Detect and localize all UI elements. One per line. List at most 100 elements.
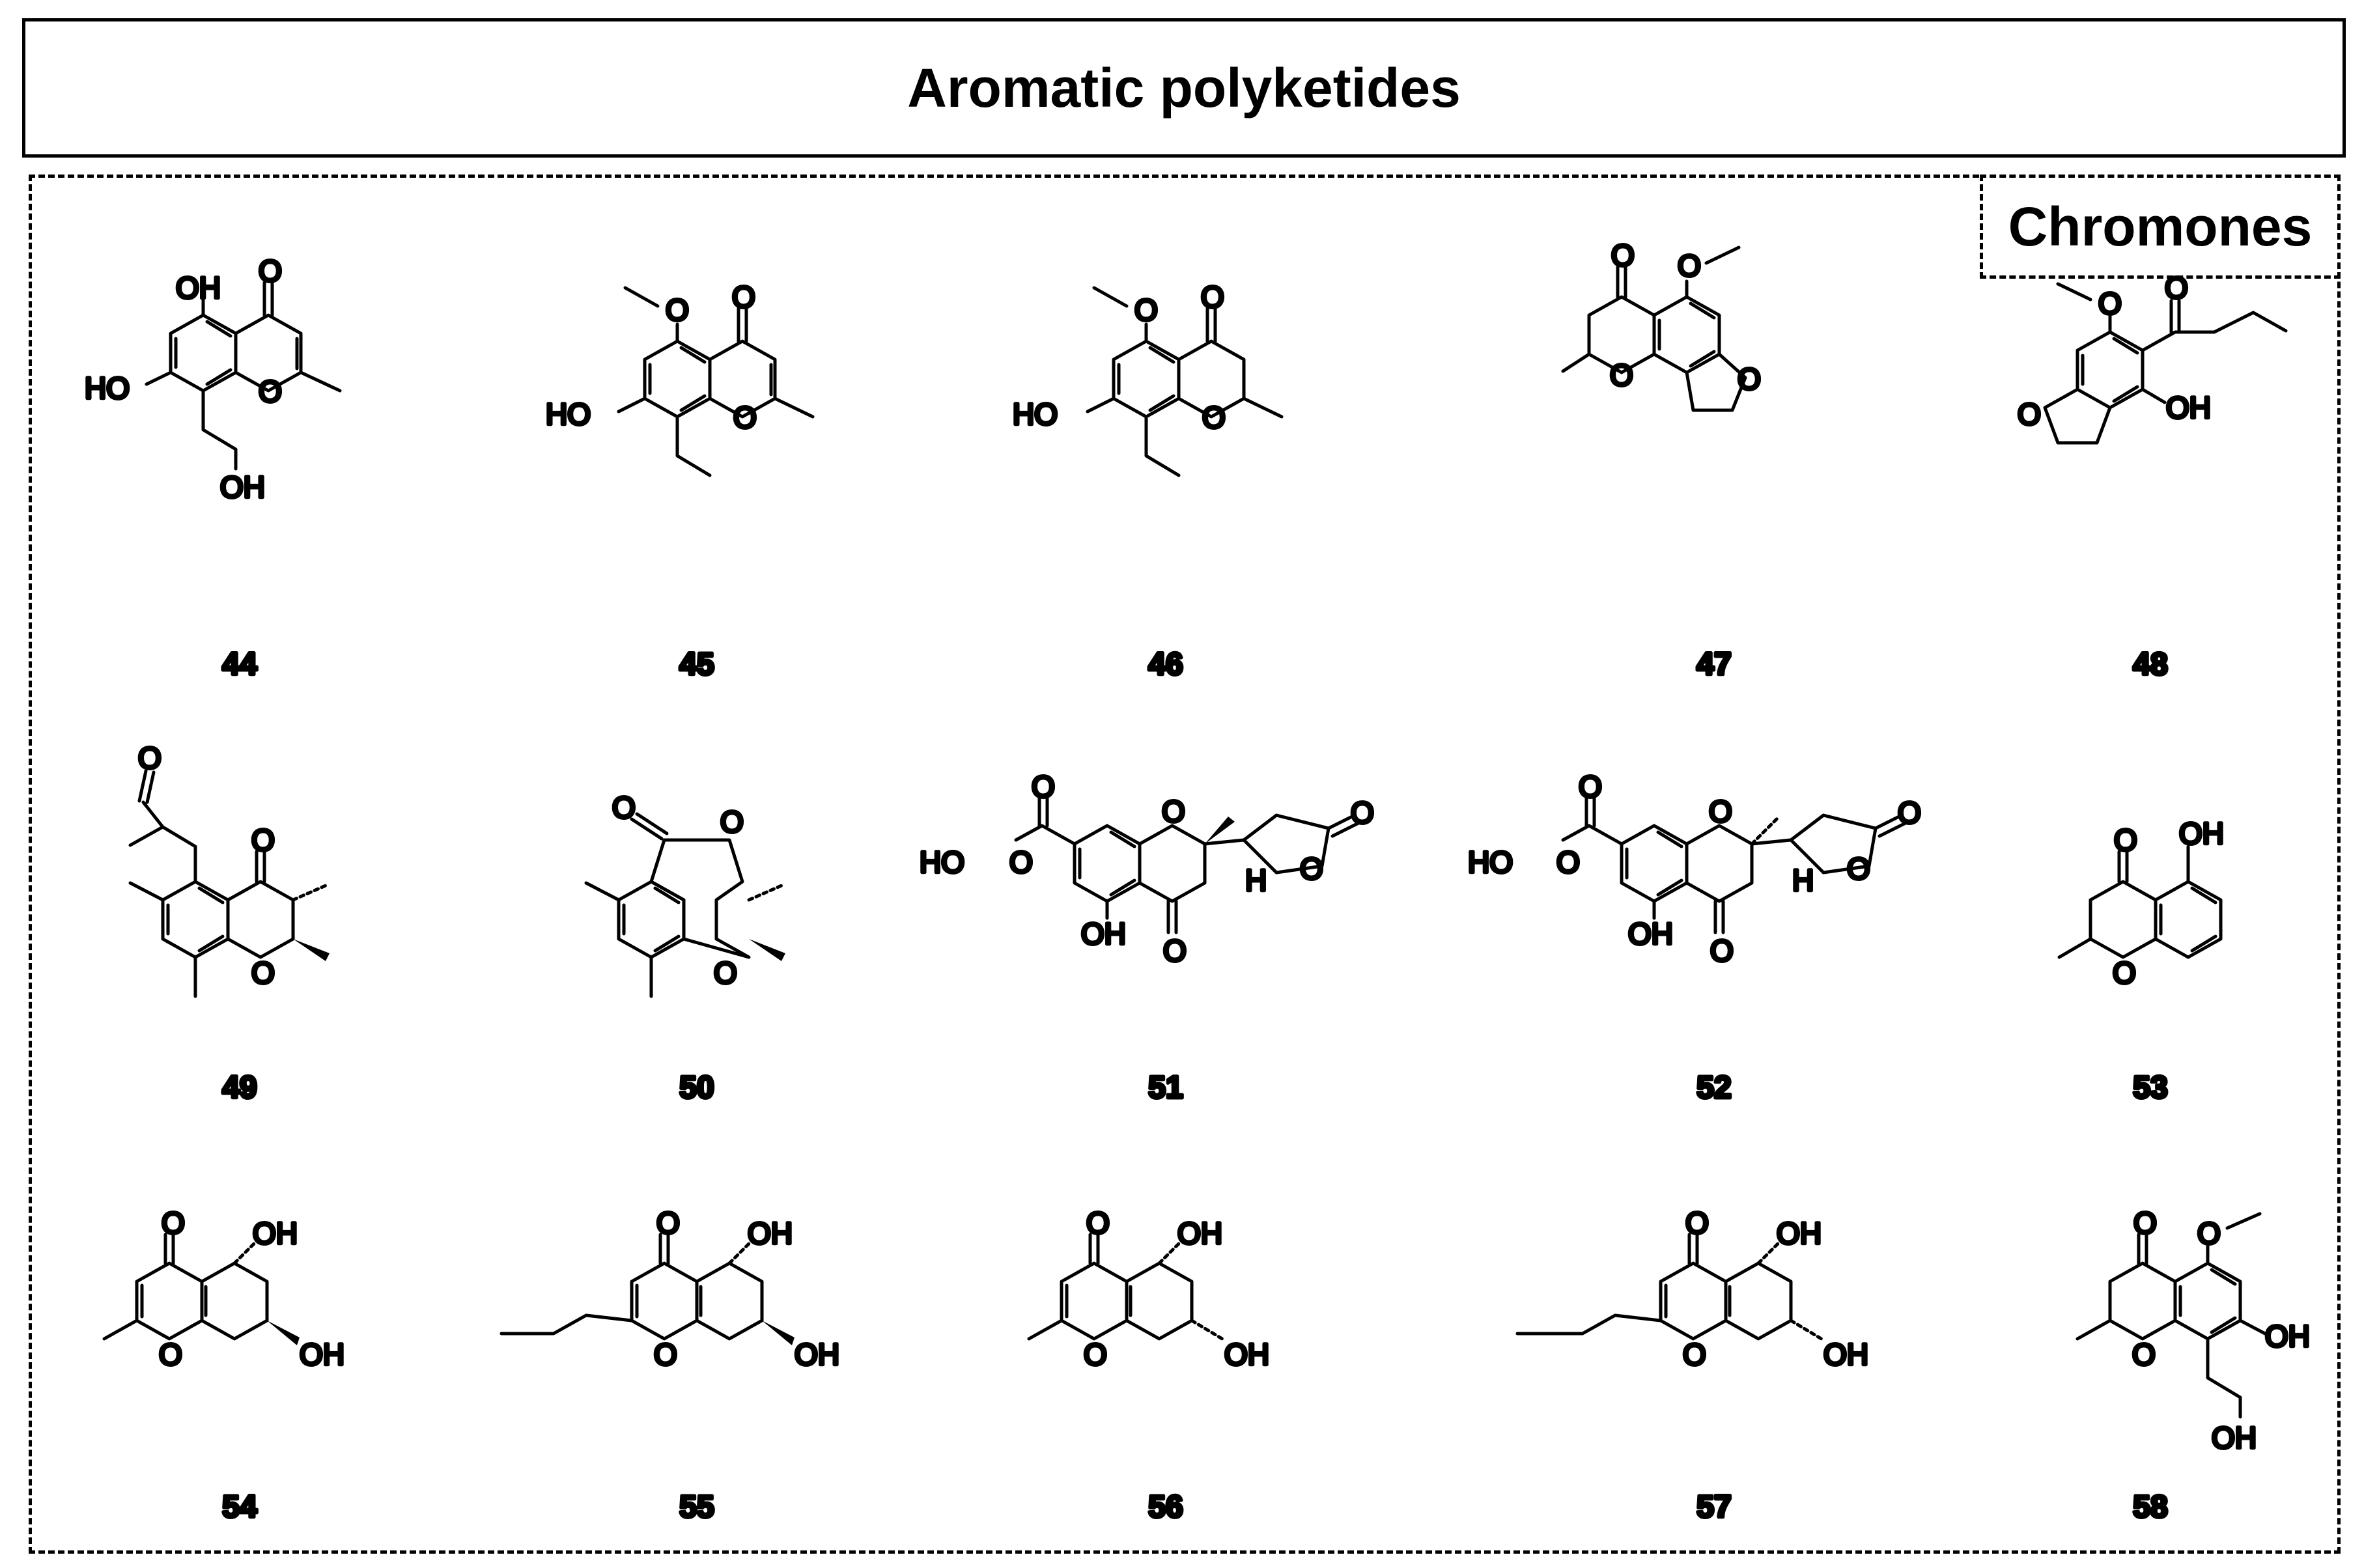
- structure-49: O O O: [128, 740, 330, 998]
- atom-label: H: [1245, 863, 1267, 897]
- structure-47: O O O O: [1561, 237, 1762, 412]
- atom-label: HO: [1013, 397, 1058, 431]
- atom-label: O: [1086, 1206, 1110, 1240]
- atom-label: OH: [748, 1216, 793, 1250]
- atom-label: O: [259, 254, 282, 288]
- atom-label: OH: [1823, 1337, 1868, 1371]
- structure-44: OH O HO O OH: [83, 253, 342, 506]
- compound-id-45: 45: [679, 647, 714, 682]
- compound-id-54: 54: [222, 1490, 257, 1524]
- atom-label: O: [259, 374, 282, 408]
- section-label-box: Chromones: [1980, 175, 2341, 279]
- atom-label: OH: [1224, 1337, 1269, 1371]
- section-label: Chromones: [2008, 195, 2313, 257]
- atom-label: O: [656, 1206, 680, 1240]
- compound-id-50: 50: [679, 1071, 714, 1105]
- atom-label: O: [2165, 271, 2188, 305]
- atom-label: O: [1163, 934, 1187, 968]
- atom-label: HO: [920, 845, 964, 879]
- atom-label: OH: [2212, 1421, 2257, 1455]
- atom-label: O: [2113, 956, 2136, 990]
- title-box: Aromatic polyketides: [22, 18, 2346, 158]
- atom-label: O: [162, 1206, 185, 1240]
- atom-label: O: [612, 791, 636, 824]
- atom-label: O: [1134, 293, 1158, 327]
- compound-id-48: 48: [2133, 647, 2167, 682]
- atom-label: O: [138, 741, 162, 775]
- chromones-panel: [29, 175, 2341, 1554]
- atom-label: O: [1556, 845, 1580, 879]
- compound-id-47: 47: [1696, 647, 1731, 682]
- atom-label: O: [1009, 845, 1033, 879]
- atom-label: O: [2098, 287, 2122, 320]
- structure-57: O OH O OH: [1515, 1205, 1870, 1373]
- atom-label: O: [714, 956, 737, 990]
- atom-label: H: [1792, 863, 1814, 897]
- atom-label: O: [1738, 362, 1761, 396]
- atom-label: OH: [2179, 817, 2224, 850]
- atom-label: OH: [220, 470, 265, 504]
- structure-52: O HO O O O H O OH O: [1467, 768, 1923, 970]
- atom-label: OH: [1177, 1216, 1222, 1250]
- structure-54: O OH O OH: [102, 1205, 346, 1373]
- atom-label: O: [2132, 1337, 2156, 1371]
- structure-56: O OH O OH: [1027, 1205, 1271, 1373]
- atom-label: O: [1351, 796, 1374, 830]
- compound-id-44: 44: [222, 647, 257, 682]
- atom-label: O: [1579, 770, 1602, 804]
- atom-label: O: [720, 805, 744, 839]
- atom-label: O: [732, 280, 755, 314]
- structure-48: O O OH O: [2016, 270, 2288, 445]
- atom-label: OH: [300, 1337, 345, 1371]
- atom-label: O: [1898, 796, 1921, 830]
- structure-46: O O HO O: [1011, 279, 1284, 477]
- compound-id-52: 52: [1696, 1071, 1731, 1105]
- atom-label: O: [733, 400, 757, 434]
- atom-label: HO: [85, 371, 130, 405]
- atom-label: O: [1610, 358, 1633, 392]
- atom-label: OH: [176, 271, 221, 305]
- structure-45: O O HO O: [544, 279, 815, 477]
- compound-id-51: 51: [1148, 1071, 1183, 1105]
- atom-label: O: [666, 293, 689, 327]
- atom-label: O: [2114, 823, 2137, 857]
- atom-label: O: [654, 1337, 677, 1371]
- compound-id-49: 49: [222, 1071, 257, 1105]
- atom-label: O: [1678, 249, 1701, 283]
- structure-58: O O O OH OH: [2076, 1205, 2312, 1457]
- compound-id-46: 46: [1148, 647, 1183, 682]
- atom-label: O: [1611, 238, 1635, 272]
- compound-id-53: 53: [2133, 1071, 2167, 1105]
- atom-label: O: [1202, 400, 1226, 434]
- atom-label: HO: [546, 397, 591, 431]
- atom-label: O: [1162, 794, 1185, 828]
- atom-label: O: [1201, 280, 1224, 314]
- atom-label: OH: [2265, 1319, 2310, 1353]
- structure-55: O OH O OH: [500, 1205, 841, 1373]
- atom-label: O: [2197, 1216, 2221, 1250]
- compound-id-57: 57: [1696, 1490, 1731, 1524]
- atom-label: OH: [1081, 917, 1126, 951]
- atom-label: O: [1683, 1337, 1706, 1371]
- atom-label: O: [1847, 852, 1870, 886]
- atom-label: O: [1709, 794, 1732, 828]
- atom-label: O: [1032, 770, 1055, 804]
- atom-label: O: [1084, 1337, 1107, 1371]
- atom-label: O: [159, 1337, 182, 1371]
- figure-title: Aromatic polyketides: [907, 57, 1461, 119]
- atom-label: OH: [2166, 391, 2211, 425]
- atom-label: O: [251, 823, 275, 857]
- compound-id-55: 55: [679, 1490, 714, 1524]
- atom-label: O: [1710, 934, 1734, 968]
- atom-label: O: [2133, 1206, 2157, 1240]
- atom-label: O: [1300, 852, 1323, 886]
- atom-label: O: [2018, 397, 2041, 431]
- structure-50: O O O: [584, 789, 785, 998]
- atom-label: OH: [1628, 917, 1673, 951]
- atom-label: OH: [1777, 1216, 1822, 1250]
- atom-label: OH: [795, 1337, 839, 1371]
- atom-label: O: [1685, 1206, 1709, 1240]
- atom-label: HO: [1468, 845, 1513, 879]
- structure-53: O OH O: [2057, 815, 2226, 992]
